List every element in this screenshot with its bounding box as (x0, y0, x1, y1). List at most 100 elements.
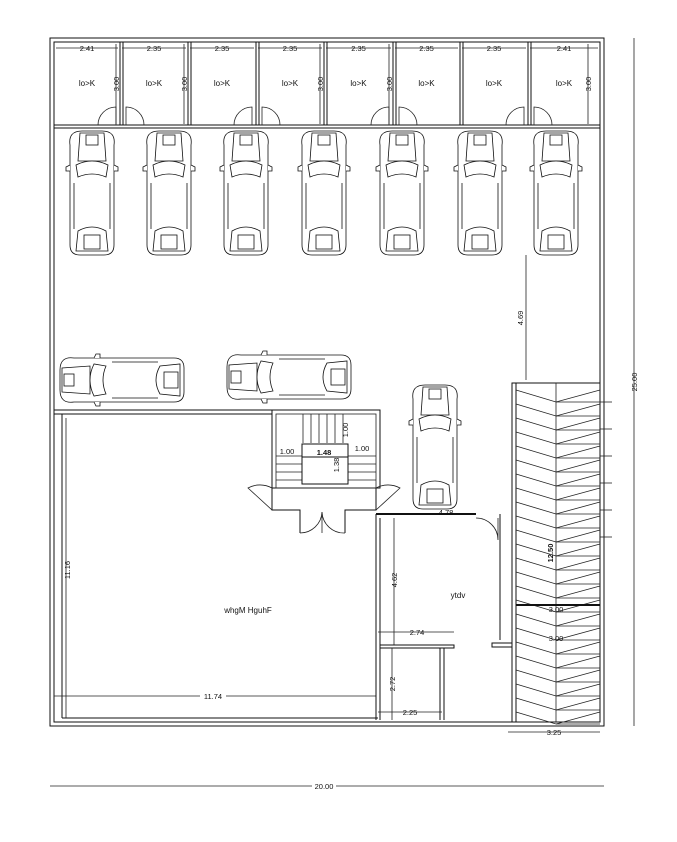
shop-unit: 2.41 lo>K 3.00 (530, 44, 598, 126)
ramp-chevron (515, 557, 601, 571)
stair-landing-dimension: 1.48 (317, 448, 332, 457)
ramp-chevron (515, 669, 601, 683)
shops-row: 2.41 lo>K 3.00 2.35 lo>K 3.00 2.35 lo>K 2.35 lo>K… (56, 42, 598, 126)
shop-width-dimension: 2.41 (80, 44, 95, 53)
car-icon (142, 130, 196, 256)
hall-label: whgM HguhF (223, 606, 272, 615)
car-icon (65, 130, 119, 256)
shop-depth-dimension: 3.00 (112, 77, 121, 92)
shop-unit: 2.35 lo>K (395, 42, 464, 126)
ramp-chevron (515, 501, 601, 515)
car-icon (453, 130, 507, 256)
shop-width-dimension: 2.35 (351, 44, 366, 53)
ramp-mid-dimension-2: 3.00 (549, 634, 564, 643)
shop-door[interactable] (398, 106, 418, 126)
shop-label: lo>K (418, 79, 435, 88)
ramp-chevron (515, 641, 601, 655)
shop-door[interactable] (370, 106, 390, 126)
ramp-width-dimension: 3.25 (547, 728, 562, 737)
ramp-chevron (515, 389, 601, 403)
wc-width-dimension: 2.25 (403, 708, 418, 717)
ramp-chevron (515, 571, 601, 585)
ramp-chevron (515, 655, 601, 669)
car-icon (375, 130, 429, 256)
car-icon (297, 130, 351, 256)
ramp-chevron (515, 487, 601, 501)
door-swing (247, 484, 273, 511)
shop-depth-dimension: 3.00 (316, 77, 325, 92)
shop-label: lo>K (486, 79, 503, 88)
office-label: ytdv (451, 591, 466, 600)
shop-width-dimension: 2.35 (147, 44, 162, 53)
car-icon (408, 384, 462, 510)
shop-label: lo>K (146, 79, 163, 88)
shop-label: lo>K (79, 79, 96, 88)
ramp (511, 382, 612, 725)
shop-unit: 2.35 lo>K 3.00 (122, 42, 192, 126)
shop-label: lo>K (282, 79, 299, 88)
car-icon (219, 130, 273, 256)
stair-lobby-wall (271, 488, 377, 533)
parking-cars (59, 130, 583, 510)
shop-label: lo>K (556, 79, 573, 88)
shop-depth-dimension: 3.00 (584, 77, 593, 92)
double-door[interactable] (299, 511, 346, 534)
shop-unit: 2.35 lo>K 3.00 (258, 42, 328, 126)
ramp-chevron (515, 417, 601, 431)
ramp-length-dimension: 12.50 (546, 544, 555, 563)
ramp-chevron (515, 459, 601, 473)
shop-label: lo>K (214, 79, 231, 88)
shop-unit: 2.35 lo>K 3.00 (326, 42, 397, 126)
car-icon (226, 350, 352, 404)
outer-wall (49, 37, 605, 727)
wc-wall (380, 644, 455, 649)
total-width-dimension: 20.00 (315, 782, 334, 791)
ramp-chevron (515, 613, 601, 627)
shop-unit: 2.41 lo>K 3.00 (56, 42, 124, 126)
stair-right-dimension: 1.00 (355, 444, 370, 453)
shop-width-dimension: 2.41 (557, 44, 572, 53)
shop-width-dimension: 2.35 (215, 44, 230, 53)
shop-door[interactable] (97, 106, 117, 126)
hall-height-dimension: 11.16 (63, 561, 72, 579)
shop-width-dimension: 2.35 (283, 44, 298, 53)
shop-unit: 2.35 lo>K (190, 42, 260, 126)
stair-landing (301, 443, 349, 485)
stair-left-dimension: 1.00 (280, 447, 295, 456)
car-icon (59, 353, 185, 407)
shop-door[interactable] (533, 106, 553, 126)
shop-door[interactable] (233, 106, 253, 126)
shop-unit: 2.35 lo>K (462, 42, 532, 126)
ramp-chevron (515, 529, 601, 543)
ramp-chevron (515, 403, 601, 417)
ramp-chevron (515, 683, 601, 697)
shop-width-dimension: 2.35 (419, 44, 434, 53)
hall-width-dimension: 11.74 (204, 692, 222, 701)
ramp-chevron (515, 445, 601, 459)
shop-label: lo>K (350, 79, 367, 88)
ramp-chevron (515, 697, 601, 711)
ramp-chevron (515, 585, 601, 599)
shop-door[interactable] (505, 106, 525, 126)
shop-door[interactable] (261, 106, 281, 126)
ramp-chevron (515, 431, 601, 445)
aisle-dimension: 4.69 (516, 311, 525, 326)
office-height-dimension: 4.62 (390, 573, 399, 588)
shop-width-dimension: 2.35 (487, 44, 502, 53)
stair-height-dimension: 1.38 (332, 458, 341, 473)
ramp-mid-dimension-1: 3.00 (549, 605, 564, 614)
shop-door[interactable] (125, 106, 145, 126)
shop-depth-dimension: 3.00 (385, 77, 394, 92)
car-icon (529, 130, 583, 256)
ramp-chevron (515, 515, 601, 529)
office-width-dimension: 2.74 (410, 628, 425, 637)
total-depth-dimension: 25.00 (630, 373, 639, 392)
ramp-chevron (515, 473, 601, 487)
wc-height-dimension: 2.72 (388, 677, 397, 692)
corridor-dimension: 4.78 (439, 508, 454, 517)
stair-top-dimension: 1.00 (341, 423, 350, 438)
office-door[interactable] (475, 517, 499, 541)
ramp-chevron (515, 543, 601, 557)
shop-depth-dimension: 3.00 (180, 77, 189, 92)
